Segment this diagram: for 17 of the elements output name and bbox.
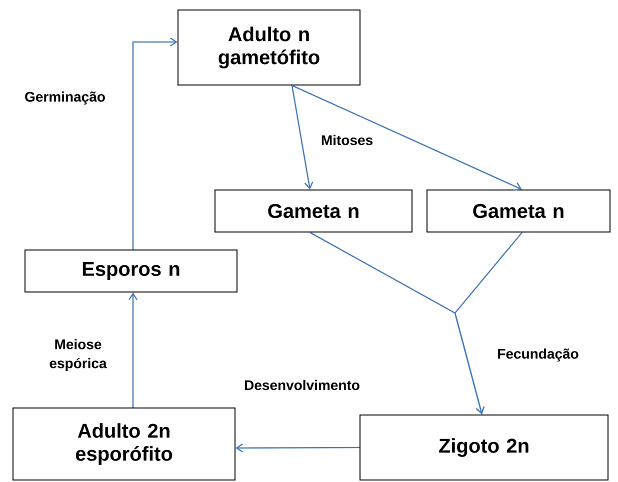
process-box: Adulto n gametófito (178, 10, 360, 86)
arrow (291, 85, 314, 190)
process-box: Adulto 2n esporófito (12, 408, 236, 480)
arrow (454, 232, 522, 414)
edge-label: Meiose espórica (50, 338, 107, 372)
arrow (292, 84, 522, 191)
edge-label: Desenvolvimento (244, 380, 360, 390)
edge-label: Germinação (25, 91, 105, 105)
arrow (236, 443, 360, 453)
edge-label: Mitoses (322, 134, 372, 146)
process-box: Gameta n (426, 190, 610, 232)
process-box: Esporos n (24, 250, 238, 292)
process-box: Zigoto 2n (360, 414, 608, 480)
arrow (128, 292, 138, 408)
edge-label: Fecundação (498, 348, 578, 362)
arrow (132, 37, 178, 250)
process-box: Gameta n (214, 190, 412, 232)
